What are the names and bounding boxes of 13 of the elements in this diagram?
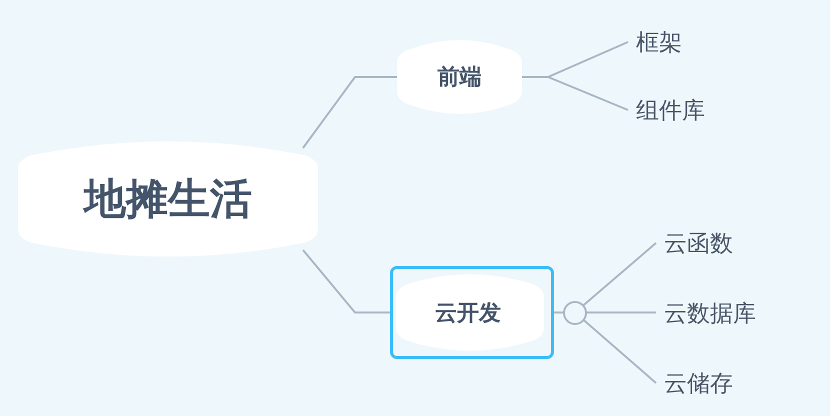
topic-text: 组件库 [636, 95, 705, 125]
topic-label: 前端 [438, 63, 482, 91]
topic-box [397, 38, 522, 116]
connector-line [302, 249, 390, 314]
topic-label: 云开发 [435, 298, 501, 326]
connector-line [522, 76, 628, 111]
topic-text: 云函数 [664, 228, 733, 258]
connector-line [302, 76, 397, 149]
selected-topic-box [390, 266, 554, 359]
topic-label: 地摊生活 [84, 174, 252, 224]
topic-text: 云储存 [664, 368, 733, 398]
topic-text: 云数据库 [664, 298, 756, 328]
topic-text: 框架 [636, 27, 682, 57]
